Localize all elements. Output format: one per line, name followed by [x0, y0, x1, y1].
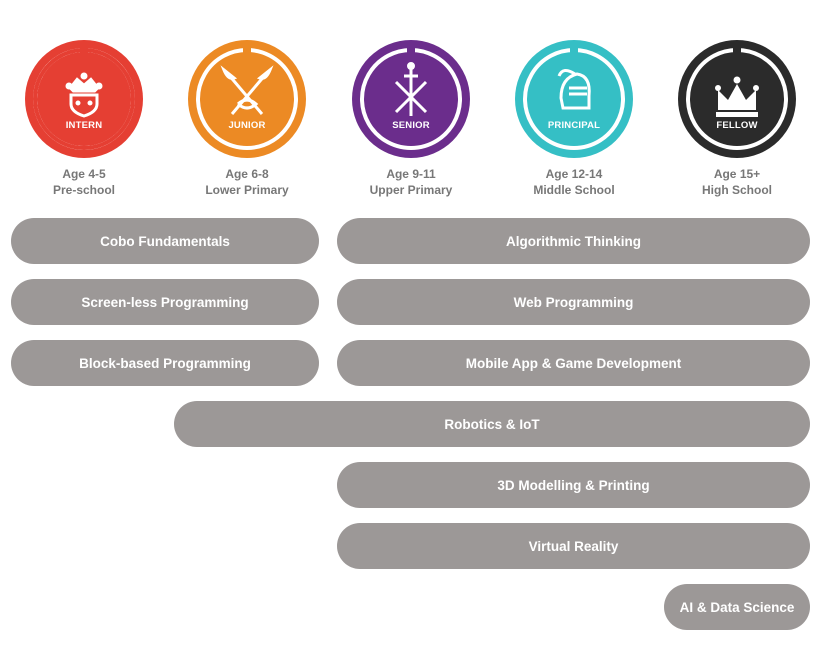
jester-hat-icon: [65, 72, 103, 118]
badge-senior: SENIOR: [352, 40, 470, 158]
course-screenless-programming: Screen-less Programming: [11, 279, 319, 325]
level-name: FELLOW: [716, 120, 758, 131]
level-name: SENIOR: [392, 120, 430, 131]
badge-junior: JUNIOR: [188, 40, 306, 158]
age-label-fellow: Age 15+ High School: [657, 166, 817, 198]
course-cobo-fundamentals: Cobo Fundamentals: [11, 218, 319, 264]
age-range: Age 4-5: [62, 167, 106, 181]
course-mobile-game-dev: Mobile App & Game Development: [337, 340, 810, 386]
school-stage: Upper Primary: [369, 183, 453, 197]
school-stage: Lower Primary: [205, 183, 289, 197]
crown-icon: [715, 76, 759, 117]
age-range: Age 6-8: [225, 167, 269, 181]
level-name: PRINCIPAL: [547, 120, 601, 131]
age-range: Age 12-14: [545, 167, 603, 181]
crossed-swords-icon: [394, 62, 428, 116]
badge-fellow: FELLOW: [678, 40, 796, 158]
course-ai-data-science: AI & Data Science: [664, 584, 810, 630]
age-range: Age 15+: [713, 167, 761, 181]
knight-helmet-icon: [557, 69, 591, 110]
badge-principal: PRINCIPAL: [515, 40, 633, 158]
crossed-trumpets-icon: [220, 65, 274, 115]
school-stage: Middle School: [533, 183, 615, 197]
level-name: JUNIOR: [228, 120, 266, 131]
course-block-programming: Block-based Programming: [11, 340, 319, 386]
age-label-senior: Age 9-11 Upper Primary: [331, 166, 491, 198]
badge-intern: INTERN: [25, 40, 143, 158]
level-name: INTERN: [65, 120, 103, 131]
course-virtual-reality: Virtual Reality: [337, 523, 810, 569]
age-label-junior: Age 6-8 Lower Primary: [167, 166, 327, 198]
age-label-principal: Age 12-14 Middle School: [494, 166, 654, 198]
course-algorithmic-thinking: Algorithmic Thinking: [337, 218, 810, 264]
school-stage: Pre-school: [52, 183, 115, 197]
school-stage: High School: [702, 183, 772, 197]
age-label-intern: Age 4-5 Pre-school: [4, 166, 164, 198]
course-web-programming: Web Programming: [337, 279, 810, 325]
age-range: Age 9-11: [386, 167, 436, 181]
course-robotics-iot: Robotics & IoT: [174, 401, 810, 447]
course-3d-modelling-printing: 3D Modelling & Printing: [337, 462, 810, 508]
